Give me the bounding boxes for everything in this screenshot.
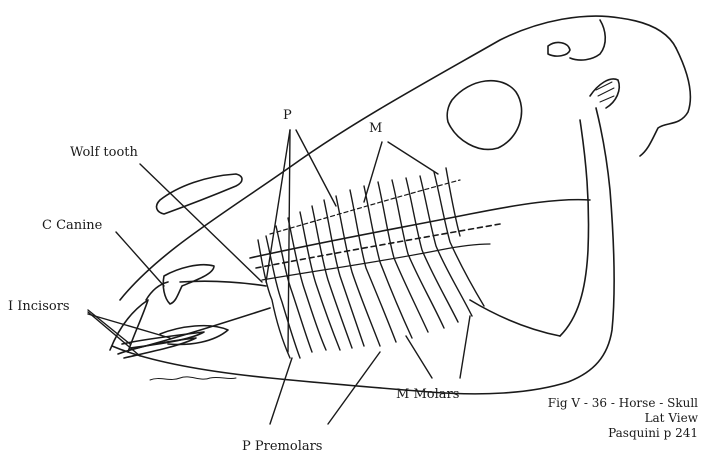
label-m-top: M: [369, 122, 382, 135]
leader-p-top-3: [288, 130, 290, 352]
caption-line-1: Fig V - 36 - Horse - Skull: [548, 396, 698, 411]
leader-incisors-1: [88, 310, 130, 344]
label-incisors: I Incisors: [8, 300, 70, 313]
leader-m-top-2: [388, 142, 438, 174]
condyle: [590, 79, 619, 108]
facial-crest: [250, 200, 590, 258]
occlusal-line: [262, 244, 490, 280]
artist-signature: [150, 377, 236, 380]
leader-molars-2: [460, 316, 470, 378]
skull-occiput: [640, 48, 690, 156]
figure-caption: Fig V - 36 - Horse - Skull Lat View Pasq…: [548, 396, 698, 441]
canine-tooth: [163, 265, 214, 304]
leader-m-top-1: [364, 142, 382, 202]
label-premolars: P Premolars: [242, 440, 322, 453]
caption-line-3: Pasquini p 241: [548, 426, 698, 441]
label-molars: M Molars: [396, 388, 459, 401]
leader-premolars-1: [270, 358, 292, 424]
label-p-top: P: [283, 109, 292, 122]
label-canine: C Canine: [42, 219, 102, 232]
leader-molars-1: [406, 336, 432, 378]
caption-line-2: Lat View: [548, 411, 698, 426]
orbit: [447, 81, 521, 150]
mandible-ramus-front: [560, 120, 589, 336]
skull-crest: [570, 20, 605, 60]
cheek-teeth: [258, 168, 484, 358]
leader-p-top-2: [296, 130, 336, 206]
leader-p-top-1: [266, 130, 290, 282]
lower-jaw-line: [130, 308, 270, 350]
label-wolf-tooth: Wolf tooth: [70, 146, 138, 159]
leader-incisors-2: [88, 312, 140, 356]
mandible-outline: [112, 108, 614, 394]
foramen: [548, 43, 570, 57]
